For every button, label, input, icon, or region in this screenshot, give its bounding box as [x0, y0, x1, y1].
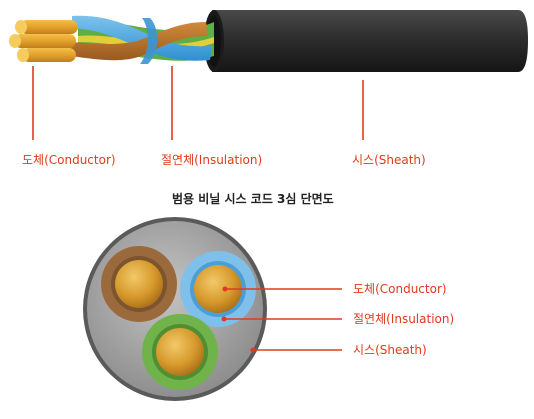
cross-section-illustration — [83, 217, 342, 401]
cable-illustration — [9, 10, 528, 140]
cross-leader-insulation — [221, 316, 342, 322]
cross-core-blue — [180, 251, 256, 327]
cross-section-title: 범용 비닐 시스 코드 3심 단면도 — [172, 192, 334, 206]
label-conductor-top: 도체(Conductor) — [22, 153, 116, 167]
cross-leader-sheath — [250, 347, 342, 353]
outer-sheath — [204, 10, 528, 72]
label-insulation-top: 절연체(Insulation) — [161, 153, 263, 167]
label-conductor-cross: 도체(Conductor) — [353, 282, 447, 296]
copper-conductors — [9, 20, 78, 62]
brown-insulation — [70, 18, 208, 64]
label-sheath-top: 시스(Sheath) — [352, 153, 426, 167]
cross-leader-conductor — [222, 286, 342, 292]
blue-insulation — [72, 15, 212, 61]
cross-core-brown — [101, 246, 177, 322]
label-insulation-cross: 절연체(Insulation) — [353, 312, 455, 326]
cross-core-green — [142, 314, 218, 390]
label-sheath-cross: 시스(Sheath) — [353, 343, 427, 357]
